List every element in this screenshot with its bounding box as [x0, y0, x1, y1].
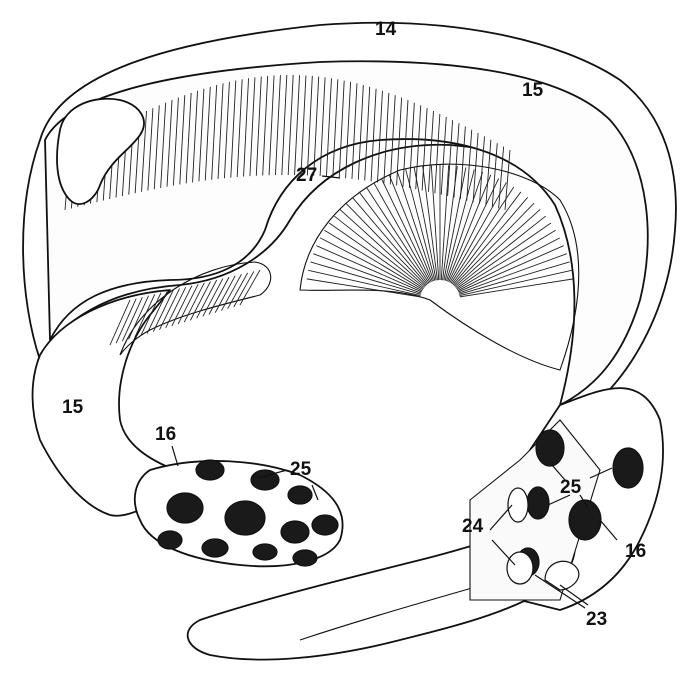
follicle — [225, 501, 265, 535]
hatch-stroke — [221, 274, 241, 310]
follicle — [158, 531, 182, 549]
hatch-stroke — [178, 284, 198, 324]
follicle — [569, 500, 601, 540]
hatch-stroke — [203, 279, 223, 317]
hatch-stroke — [228, 273, 248, 309]
right-inner-cavity — [300, 164, 579, 370]
hatch-stroke — [197, 280, 217, 318]
follicle — [281, 521, 309, 543]
follicle — [312, 515, 338, 535]
hatch-stroke — [451, 187, 514, 283]
hatch-stroke — [329, 223, 423, 289]
hatch-stroke — [460, 270, 572, 295]
hatch-stroke — [366, 187, 429, 283]
label-15-left: 15 — [62, 397, 84, 418]
label-25-left: 25 — [290, 459, 312, 480]
label-14: 14 — [375, 19, 397, 40]
label-25-right: 25 — [560, 477, 582, 498]
hatch-stroke — [346, 203, 426, 285]
hatch-stroke — [454, 203, 534, 285]
label-16-left: 16 — [155, 424, 176, 445]
label-15-top: 15 — [522, 80, 544, 101]
hatch-stroke — [456, 223, 550, 289]
hatch-stroke — [215, 276, 235, 313]
follicle — [527, 487, 549, 519]
follicle — [196, 460, 224, 480]
hatch-stroke — [308, 270, 420, 295]
hatch-stroke — [234, 271, 254, 306]
label-27: 27 — [296, 165, 317, 186]
corpus-23 — [507, 552, 533, 584]
hatch-stroke — [460, 279, 574, 297]
hatch-stroke — [381, 178, 431, 282]
hatch-stroke — [307, 279, 421, 297]
hatch-stroke — [452, 192, 521, 284]
corpus-24 — [508, 488, 528, 522]
follicle — [167, 493, 203, 523]
follicle — [613, 448, 643, 488]
hatch-stroke — [359, 192, 428, 284]
hatch-stroke — [240, 270, 260, 305]
hatch-stroke — [190, 281, 210, 320]
follicle — [293, 550, 317, 566]
follicle — [253, 544, 277, 560]
hatch-stroke — [184, 283, 204, 322]
label-24: 24 — [462, 516, 484, 537]
hatch-stroke — [446, 172, 482, 281]
follicle — [202, 539, 228, 557]
right-cavity-hatching — [307, 165, 574, 297]
follicle — [536, 430, 564, 466]
label-23: 23 — [586, 609, 607, 630]
hatch-stroke — [209, 277, 229, 314]
hatch-stroke — [172, 286, 192, 326]
label-16-right: 16 — [625, 541, 646, 562]
follicle — [288, 486, 312, 504]
